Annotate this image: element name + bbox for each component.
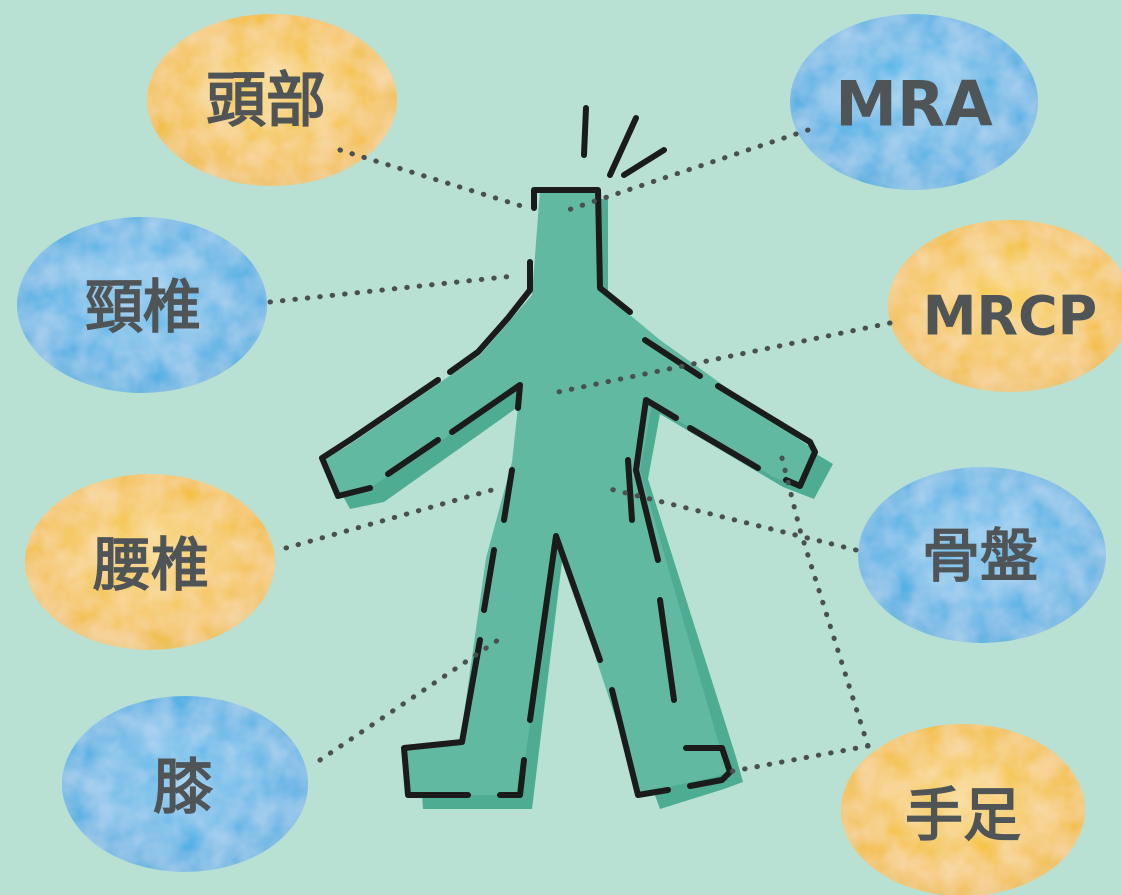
bubble-pelvis: 骨盤	[858, 467, 1106, 643]
connector-head	[337, 147, 531, 211]
bubble-mra: MRA	[790, 14, 1038, 190]
connector-pelvis	[603, 485, 859, 553]
bubble-lumbar: 腰椎	[25, 474, 275, 650]
label-pelvis: 骨盤	[922, 522, 1038, 590]
connector-knee	[317, 633, 507, 763]
connector-cervical	[267, 273, 517, 305]
connector-hands-feet-arm	[779, 455, 871, 749]
bubble-hands-feet: 手足	[841, 724, 1085, 895]
bubble-head: 頭部	[147, 14, 397, 186]
figure-outline	[319, 105, 818, 798]
label-mrcp: MRCP	[923, 285, 1098, 348]
bubble-mrcp: MRCP	[888, 220, 1122, 392]
label-hands-feet: 手足	[905, 781, 1021, 849]
figure-body	[320, 190, 815, 795]
connector-hands-feet-foot	[725, 743, 871, 775]
label-knee: 膝	[153, 753, 214, 823]
label-lumbar: 腰椎	[92, 531, 209, 599]
connector-mra	[565, 127, 811, 213]
human-figure	[319, 105, 833, 809]
label-head: 頭部	[206, 66, 326, 136]
connectors	[267, 127, 893, 775]
label-mra: MRA	[835, 68, 992, 141]
connector-lumbar	[283, 487, 495, 551]
bubble-knee: 膝	[62, 696, 308, 872]
label-cervical: 頸椎	[85, 273, 201, 341]
bubble-cervical: 頸椎	[17, 217, 267, 393]
